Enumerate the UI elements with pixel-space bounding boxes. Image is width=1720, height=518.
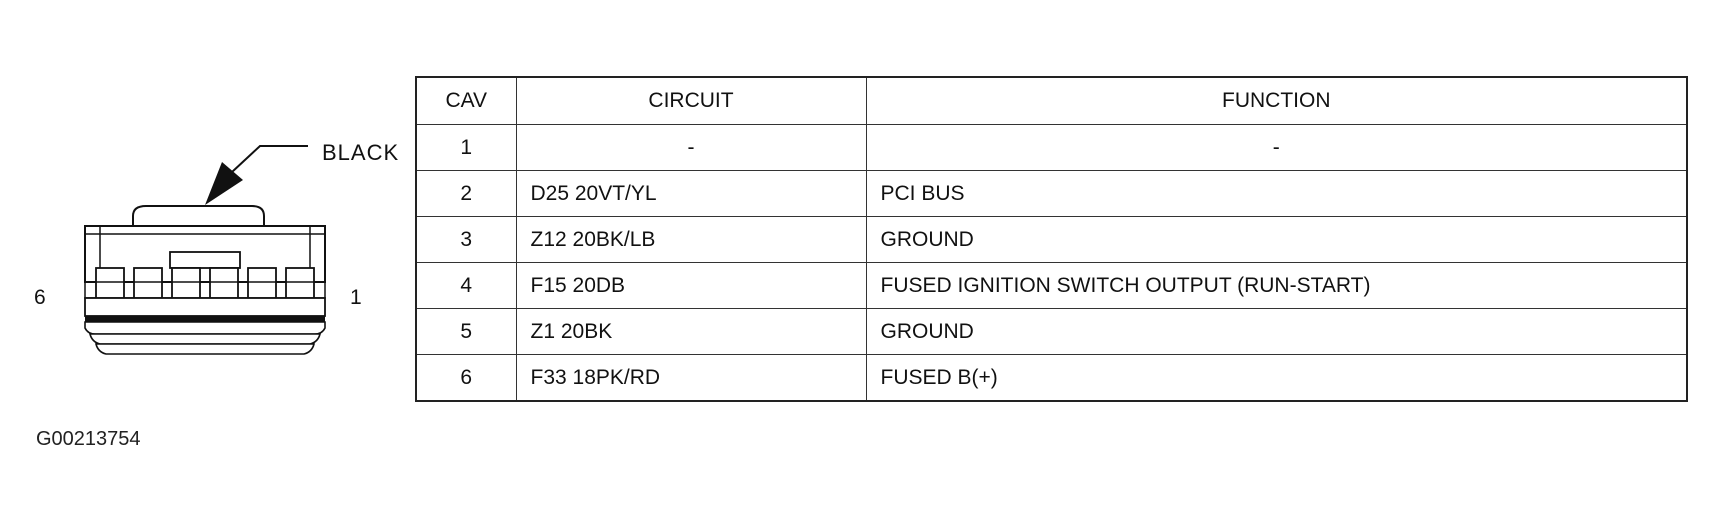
header-cav: CAV — [415, 76, 517, 125]
connector-diagram — [84, 145, 326, 355]
cell-function: FUSED IGNITION SWITCH OUTPUT (RUN-START) — [865, 262, 1688, 309]
pin-number-left: 6 — [34, 286, 46, 309]
header-circuit: CIRCUIT — [515, 76, 867, 125]
terminal-cavities — [95, 267, 315, 303]
table-row: 1 - - — [415, 124, 1688, 171]
pinout-table: CAV CIRCUIT FUNCTION 1 - - 2 D25 20VT/YL… — [415, 76, 1688, 402]
color-callout-arrowhead — [205, 162, 243, 205]
cell-cav: 3 — [415, 216, 517, 263]
cell-cav: 5 — [415, 308, 517, 355]
cell-circuit: - — [515, 124, 867, 171]
cell-cav: 2 — [415, 170, 517, 217]
table-row: 4 F15 20DB FUSED IGNITION SWITCH OUTPUT … — [415, 262, 1688, 309]
cell-function: FUSED B(+) — [865, 354, 1688, 402]
cell-circuit: D25 20VT/YL — [515, 170, 867, 217]
connector-latch — [132, 205, 265, 226]
cell-cav: 6 — [415, 354, 517, 402]
table-row: 3 Z12 20BK/LB GROUND — [415, 216, 1688, 263]
color-callout-leader — [231, 145, 308, 173]
table-row: 6 F33 18PK/RD FUSED B(+) — [415, 354, 1688, 402]
table-header-row: CAV CIRCUIT FUNCTION — [415, 76, 1688, 125]
pin-number-right: 1 — [350, 286, 362, 309]
cell-circuit: F15 20DB — [515, 262, 867, 309]
table-row: 5 Z1 20BK GROUND — [415, 308, 1688, 355]
cell-cav: 1 — [415, 124, 517, 171]
connector-key — [169, 251, 241, 269]
table-row: 2 D25 20VT/YL PCI BUS — [415, 170, 1688, 217]
cell-function: - — [865, 124, 1688, 171]
connector-color-label: BLACK — [322, 140, 400, 165]
header-function: FUNCTION — [865, 76, 1688, 125]
cell-circuit: Z12 20BK/LB — [515, 216, 867, 263]
connector-seal — [85, 316, 325, 322]
figure-id: G00213754 — [36, 428, 141, 450]
cell-circuit: Z1 20BK — [515, 308, 867, 355]
cell-circuit: F33 18PK/RD — [515, 354, 867, 402]
cell-function: GROUND — [865, 308, 1688, 355]
cell-function: GROUND — [865, 216, 1688, 263]
cell-function: PCI BUS — [865, 170, 1688, 217]
cell-cav: 4 — [415, 262, 517, 309]
